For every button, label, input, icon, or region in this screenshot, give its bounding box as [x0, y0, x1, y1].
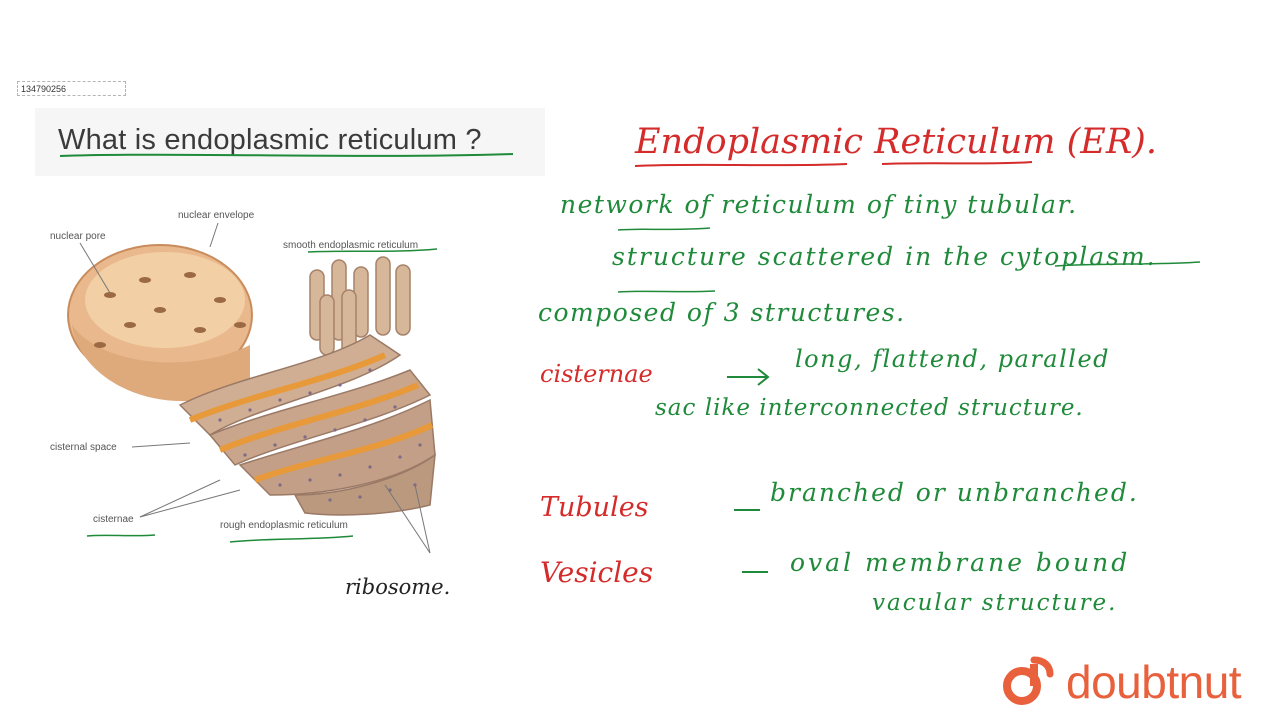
notes-tubules-head: Tubules [540, 492, 649, 523]
question-panel [35, 108, 545, 176]
question-id: 134790256 [17, 81, 126, 96]
notes-line-composed: composed of 3 structures. [538, 298, 906, 327]
er-diagram-illustration [67, 222, 436, 554]
dash-icon-2 [742, 571, 768, 573]
title-underline [634, 161, 1033, 167]
notes-vesicles-head: Vesicles [540, 556, 654, 589]
label-cisternal-space: cisternal space [50, 442, 117, 453]
label-underlines [86, 534, 354, 543]
notes-title: Endoplasmic Reticulum (ER). [635, 122, 1157, 162]
brand-name: doubtnut [1066, 656, 1242, 708]
notes-tubules-desc: branched or unbranched. [770, 478, 1139, 507]
notes-line-network: network of reticulum of tiny tubular. [560, 190, 1078, 219]
label-nuclear-envelope: nuclear envelope [178, 210, 255, 221]
label-smooth-er: smooth endoplasmic reticulum [283, 240, 419, 251]
notes-cisternae-desc-1: long, flattend, paralled [795, 345, 1111, 373]
notes-vesicles-desc-2: vacular structure. [872, 590, 1118, 616]
label-rough-er: rough endoplasmic reticulum [220, 520, 348, 531]
doubtnut-logo: doubtnut [998, 652, 1242, 712]
notes-cisternae-head: cisternae [540, 360, 653, 388]
notes-vesicles-desc-1: oval membrane bound [790, 548, 1131, 577]
label-ribosome: ribosome. [345, 575, 451, 599]
smooth-er-underline [307, 248, 438, 253]
question-underline [59, 153, 514, 157]
question-title: What is endoplasmic reticulum ? [58, 124, 482, 156]
label-nuclear-pore: nuclear pore [50, 231, 106, 242]
doubtnut-logo-icon [1003, 656, 1054, 705]
label-cisternae: cisternae [93, 514, 134, 525]
notes-underlines [617, 227, 1201, 293]
dash-icon [734, 509, 760, 511]
arrow-icon [727, 368, 770, 386]
notes-cisternae-desc-2: sac like interconnected structure. [655, 395, 1084, 421]
